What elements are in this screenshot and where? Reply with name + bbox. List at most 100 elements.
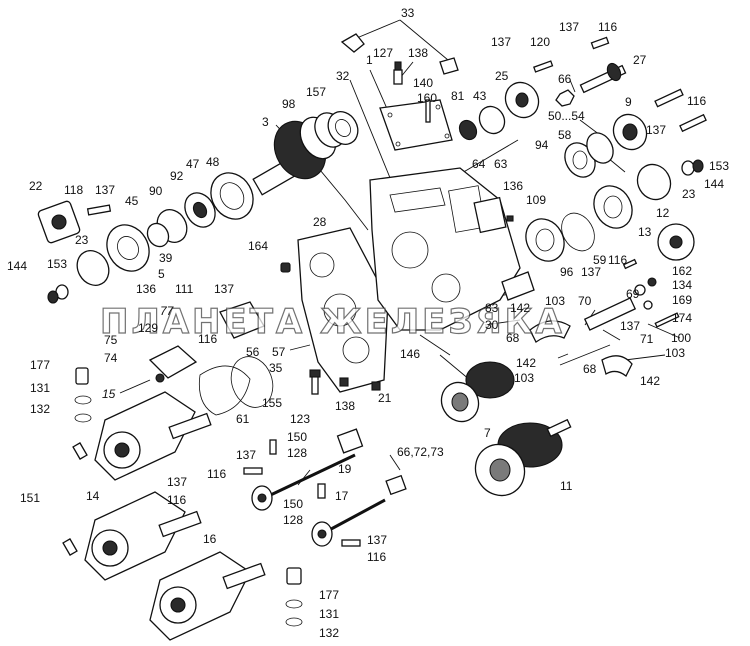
callout-157: 157	[306, 85, 326, 99]
callout-66: 66	[558, 72, 572, 86]
callout-15: 15	[102, 387, 116, 401]
callout-21: 21	[378, 391, 392, 405]
callout-22: 22	[29, 179, 43, 193]
callout-3: 3	[262, 115, 269, 129]
callout-140: 140	[413, 76, 433, 90]
callout-137f: 137	[95, 183, 115, 197]
callout-103b: 103	[665, 346, 685, 360]
callout-137d: 137	[581, 265, 601, 279]
callout-132b: 132	[319, 626, 339, 640]
callout-128a: 128	[287, 446, 307, 460]
callout-14: 14	[86, 489, 100, 503]
callout-116g: 116	[367, 550, 386, 564]
callout-103a: 103	[545, 294, 565, 308]
callout-27: 27	[633, 53, 647, 67]
callout-71: 71	[640, 332, 654, 346]
callout-47: 47	[186, 157, 200, 171]
callout-123: 123	[290, 412, 310, 426]
callout-153a: 153	[709, 159, 729, 173]
callout-48: 48	[206, 155, 220, 169]
callout-59: 59	[593, 253, 607, 267]
callout-30: 30	[485, 318, 499, 332]
callout-16: 16	[203, 532, 217, 546]
callout-118: 118	[64, 183, 83, 197]
callout-138b: 138	[335, 399, 355, 413]
callout-23a: 23	[75, 233, 89, 247]
callout-131b: 131	[319, 607, 339, 621]
callout-32: 32	[336, 69, 350, 83]
callout-142c: 142	[640, 374, 660, 388]
callout-63: 63	[494, 157, 508, 171]
gear-11	[474, 418, 572, 497]
callout-75: 75	[104, 333, 118, 347]
gear-7	[440, 361, 515, 423]
callout-25: 25	[495, 69, 509, 83]
callout-43: 43	[473, 89, 487, 103]
pto-unit-14	[84, 491, 202, 581]
callout-11: 11	[560, 479, 573, 493]
callout-103c: 103	[514, 371, 534, 385]
shaft-19	[243, 439, 356, 511]
parts	[37, 33, 707, 641]
callout-77: 77	[160, 304, 175, 318]
callout-9: 9	[625, 95, 632, 109]
housing-28	[297, 227, 389, 393]
callout-28: 28	[313, 215, 327, 229]
callout-144a: 144	[704, 177, 724, 191]
callout-174: 174	[672, 311, 692, 325]
callout-128b: 128	[283, 513, 303, 527]
callout-7: 7	[484, 426, 491, 440]
callout-177b: 177	[319, 588, 339, 602]
callout-169: 169	[672, 293, 692, 307]
callout-39: 39	[159, 251, 173, 265]
callout-137g: 137	[214, 282, 234, 296]
callout-151: 151	[20, 491, 40, 505]
callout-58: 58	[558, 128, 572, 142]
callout-57: 57	[272, 345, 286, 359]
callout-155: 155	[262, 396, 282, 410]
callout-137e: 137	[620, 319, 640, 333]
callout-116c: 116	[608, 253, 627, 267]
callout-66-72-73: 66,72,73	[397, 445, 444, 459]
left-bearing-stack	[106, 172, 254, 272]
callout-13: 13	[638, 225, 652, 239]
callout-120: 120	[530, 35, 550, 49]
callout-136b: 136	[136, 282, 156, 296]
callout-61: 61	[236, 412, 250, 426]
cover-plate	[340, 33, 459, 151]
callout-56: 56	[246, 345, 260, 359]
callout-100: 100	[671, 331, 691, 345]
callout-150a: 150	[287, 430, 307, 444]
callout-137b: 137	[559, 20, 579, 34]
callout-68a: 68	[506, 331, 520, 345]
callout-116a: 116	[598, 20, 617, 34]
callout-96: 96	[560, 265, 574, 279]
callout-150b: 150	[283, 497, 303, 511]
callout-127: 127	[373, 46, 393, 60]
callout-138a: 138	[408, 46, 428, 60]
callout-68b: 68	[583, 362, 597, 376]
callout-177a: 177	[30, 358, 50, 372]
callout-74: 74	[104, 351, 118, 365]
callout-98: 98	[282, 97, 296, 111]
callout-137i: 137	[167, 475, 187, 489]
callout-134: 134	[672, 278, 692, 292]
callout-92: 92	[170, 169, 184, 183]
callout-109: 109	[526, 193, 546, 207]
callout-129: 129	[138, 321, 158, 335]
callout-64: 64	[472, 157, 486, 171]
callout-137h: 137	[236, 448, 256, 462]
callout-12: 12	[656, 206, 670, 220]
callout-81: 81	[451, 89, 465, 103]
callout-137a: 137	[491, 35, 511, 49]
callout-33: 33	[401, 6, 415, 20]
pto-unit-15	[94, 391, 212, 481]
shaft-17	[311, 483, 386, 547]
callout-5: 5	[158, 267, 165, 281]
callout-116f: 116	[167, 493, 186, 507]
callout-162: 162	[672, 264, 692, 278]
callout-35: 35	[269, 361, 283, 375]
callout-83: 83	[485, 301, 499, 315]
